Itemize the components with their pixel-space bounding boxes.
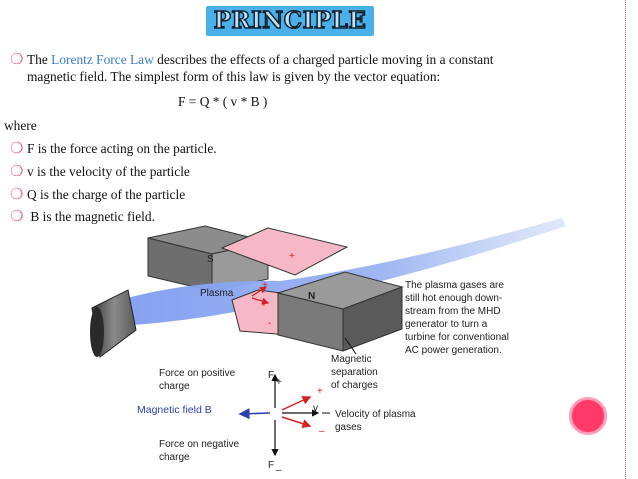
plasma-label: Plasma — [200, 288, 234, 299]
slide-title-wrap: PRINCIPLE — [0, 6, 580, 36]
slide-title: PRINCIPLE — [205, 6, 375, 36]
intro-pre: The — [27, 52, 52, 67]
force-negative-line: charge — [159, 452, 190, 463]
magnet-n-label: N — [308, 291, 315, 302]
magnetic-note-line: Magnetic — [331, 354, 372, 365]
force-positive-line: charge — [159, 381, 190, 392]
decorative-circle — [569, 397, 607, 435]
f-minus-sub: – — [276, 465, 282, 476]
intro-post: describes the effects of a charged parti… — [153, 52, 494, 67]
plasma-note-line: stream from the MHD — [405, 306, 501, 317]
slide-border — [625, 0, 626, 479]
nozzle-opening — [90, 307, 104, 357]
velocity-line: Velocity of plasma — [335, 409, 416, 420]
intro-line-2: magnetic field. The simplest form of thi… — [27, 69, 441, 84]
f-plus-sub: + — [276, 377, 282, 388]
separation-leader — [344, 337, 357, 355]
bullet-item: Q is the charge of the particle — [27, 187, 186, 202]
bullet-item: F is the force acting on the particle. — [27, 141, 217, 156]
magnetic-field-label: Magnetic field B — [137, 404, 212, 416]
plasma-note-line: still hot enough down- — [405, 293, 502, 304]
plasma-note-line: The plasma gases are — [405, 280, 504, 291]
plus-charge-arrow — [251, 286, 268, 297]
force-negative-line: Force on negative — [159, 439, 239, 450]
bullet-icon: ❍ — [10, 185, 24, 203]
magnetic-note-line: separation — [331, 367, 378, 378]
electrode-plus: + — [289, 251, 295, 262]
force-positive-line: Force on positive — [159, 368, 236, 379]
plasma-plus: + — [262, 280, 268, 291]
negative-charge-vector — [281, 416, 312, 428]
where-text: where — [4, 118, 37, 133]
bullet-icon: ❍ — [10, 139, 24, 157]
electrode-minus: - — [268, 318, 271, 329]
magnet-s-label: S — [207, 254, 214, 265]
intro-line-1: The Lorentz Force Law describes the effe… — [27, 51, 494, 68]
plasma-jet — [120, 218, 566, 325]
bullet-icon: ❍ — [10, 50, 24, 68]
velocity-line: gases — [335, 422, 362, 433]
bullet-item: B is the magnetic field. — [27, 209, 155, 224]
plasma-note-line: generator to turn a — [405, 319, 488, 330]
vector-minus: – — [319, 426, 325, 437]
bullet-icon: ❍ — [10, 207, 24, 225]
positive-charge-vector — [281, 396, 312, 411]
vector-plus: + — [317, 386, 323, 397]
v-label: v — [313, 403, 318, 414]
f-minus-label: F — [268, 460, 274, 471]
magnetic-field-arrow — [238, 408, 271, 420]
bullet-item: v is the velocity of the particle — [27, 164, 190, 179]
bullet-icon: ❍ — [10, 162, 24, 180]
plasma-note-line: AC power generation. — [405, 345, 502, 356]
f-plus-label: F — [268, 370, 274, 381]
plasma-note-line: turbine for conventional — [405, 332, 509, 343]
plasma-minus: - — [262, 300, 265, 311]
n-magnet-side — [342, 286, 403, 352]
top-electrode — [220, 227, 349, 276]
equation: F = Q * ( v * B ) — [178, 94, 268, 109]
lorentz-link[interactable]: Lorentz Force Law — [51, 52, 154, 67]
magnetic-note-line: of charges — [331, 380, 378, 391]
minus-charge-arrow — [251, 297, 270, 305]
